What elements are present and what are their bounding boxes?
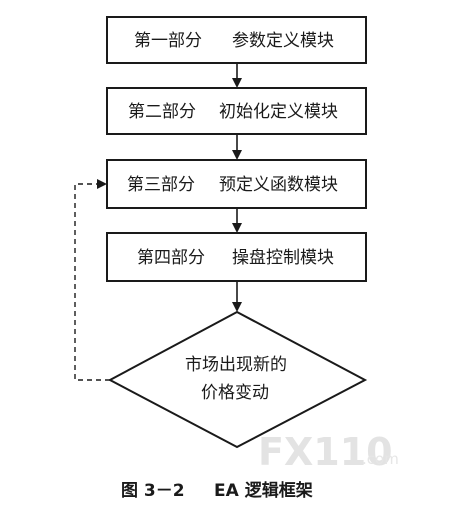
step-4-part: 第四部分 — [137, 248, 205, 268]
decision-line-2: 价格变动 — [201, 383, 269, 403]
arrow-2-3 — [232, 134, 242, 160]
step-box-4: 第四部分 操盘控制模块 — [106, 232, 367, 282]
step-box-1: 第一部分 参数定义模块 — [106, 16, 367, 64]
step-1-part: 第一部分 — [134, 31, 202, 51]
caption-label: 图 3－2 — [121, 481, 185, 501]
watermark-suffix: .com — [362, 450, 399, 468]
step-box-2: 第二部分 初始化定义模块 — [106, 87, 367, 135]
step-3-module: 预定义函数模块 — [219, 175, 338, 195]
figure-caption: 图 3－2 EA 逻辑框架 — [121, 480, 313, 501]
step-box-3: 第三部分 预定义函数模块 — [106, 159, 367, 209]
arrow-4-decision — [232, 281, 242, 312]
arrow-3-4 — [232, 208, 242, 233]
loop-back-arrow — [74, 179, 110, 381]
step-3-part: 第三部分 — [127, 175, 195, 195]
caption-title: EA 逻辑框架 — [214, 480, 313, 501]
decision-diamond: 市场出现新的 价格变动 — [107, 310, 368, 449]
decision-line-1: 市场出现新的 — [185, 355, 287, 375]
step-2-module: 初始化定义模块 — [219, 102, 338, 122]
watermark-brand: FX110 — [258, 430, 393, 474]
step-1-module: 参数定义模块 — [232, 31, 334, 51]
watermark: FX110 .com — [258, 430, 399, 474]
arrow-1-2 — [232, 63, 242, 88]
step-4-module: 操盘控制模块 — [232, 248, 334, 268]
step-2-part: 第二部分 — [128, 102, 196, 122]
